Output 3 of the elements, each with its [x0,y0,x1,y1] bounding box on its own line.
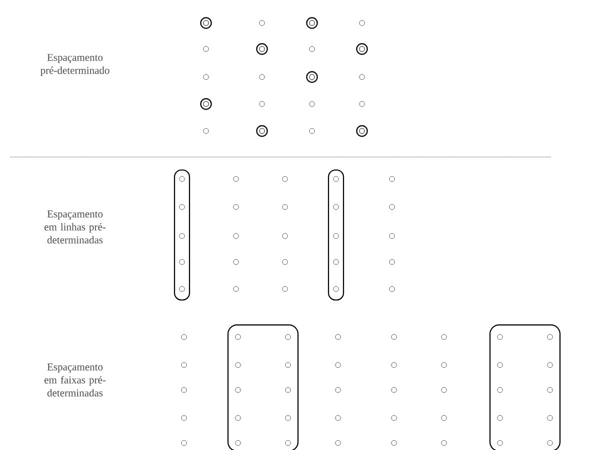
panel-label: Espaçamento em linhas pré-determinadas [44,210,106,244]
panel-label: Espaçamento em faixas pré-determinadas [44,364,106,396]
panel-label: Espaçamento pré-determinado [40,54,110,76]
